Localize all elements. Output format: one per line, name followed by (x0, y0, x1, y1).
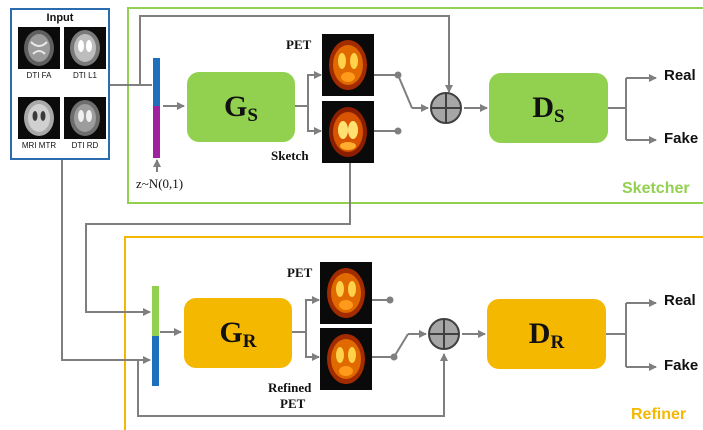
dti-fa-label: DTI FA (26, 71, 52, 80)
noise-label: z~N(0,1) (136, 176, 184, 191)
refined-label-line1: Refined (268, 380, 312, 395)
gs-main-text: G (224, 90, 248, 123)
dr-sub-text: R (550, 332, 565, 353)
dti-l1-image (64, 27, 106, 69)
refiner-sum-node (428, 318, 460, 350)
refiner-pet-label: PET (287, 265, 313, 280)
ds-main-text: D (532, 91, 555, 124)
gs-to-pet-arrow (295, 71, 322, 107)
sketch-to-refiner-line (85, 160, 351, 316)
refiner-pet-image (320, 262, 372, 324)
dti-l1-label: DTI L1 (72, 71, 97, 80)
refined-label-line2: PET (280, 396, 306, 411)
sketcher-concat-bar-input (153, 58, 160, 106)
sketcher-real-label: Real (664, 67, 696, 84)
sketch-image (322, 101, 374, 163)
refiner-stage-label: Refiner (631, 406, 687, 423)
dr-main-text: D (528, 317, 551, 350)
pet-switch-dot (394, 71, 402, 79)
ds-sub-text: S (554, 106, 565, 127)
mri-mtr-image (18, 97, 60, 139)
refined-switch-dot (390, 353, 398, 361)
sketcher-stage-box (127, 7, 703, 204)
input-to-refiner-line (61, 160, 151, 364)
input-loop-to-refiner-sum (137, 353, 448, 417)
sketcher-pet-image (322, 34, 374, 96)
gr-to-refined-arrow (305, 332, 320, 361)
refiner-stage-box (124, 236, 703, 430)
dti-rd-label: DTI RD (71, 141, 99, 150)
input-image-mri-mtr: MRI MTR (18, 97, 60, 150)
refiner-concat-bar-input (152, 336, 159, 386)
sketcher-sum-node (430, 92, 462, 124)
gs-sub-text: S (247, 105, 258, 126)
mri-mtr-label: MRI MTR (21, 141, 57, 150)
input-image-dti-fa: DTI FA (18, 27, 60, 80)
input-image-dti-rd: DTI RD (64, 97, 106, 150)
refiner-switch-line (393, 333, 409, 358)
sketch-switch-dot (394, 127, 402, 135)
gs-to-sketch-arrow (307, 106, 322, 135)
refiner-pet-switch-dot (386, 296, 394, 304)
sketch-label: Sketch (271, 148, 309, 163)
refined-pet-image (320, 328, 372, 390)
refiner-fake-label: Fake (664, 357, 699, 374)
input-title: Input (46, 12, 74, 24)
dti-fa-image (18, 27, 60, 69)
input-image-dti-l1: DTI L1 (64, 27, 106, 80)
gr-to-pet-arrow (292, 296, 320, 333)
sketcher-fake-label: Fake (664, 130, 699, 147)
gr-main-text: G (219, 316, 243, 349)
sketcher-stage-label: Sketcher (622, 180, 690, 197)
dti-rd-image (64, 97, 106, 139)
gr-sub-text: R (242, 331, 257, 352)
sketcher-switch-line (397, 74, 413, 109)
input-panel: Input DTI FA DTI L1 (10, 8, 110, 160)
sketcher-pet-label: PET (286, 37, 312, 52)
input-to-sketcher-sum-line (110, 15, 453, 93)
refiner-concat-bar-sketch (152, 286, 159, 336)
sketcher-concat-bar-noise (153, 106, 160, 158)
refiner-real-label: Real (664, 292, 696, 309)
